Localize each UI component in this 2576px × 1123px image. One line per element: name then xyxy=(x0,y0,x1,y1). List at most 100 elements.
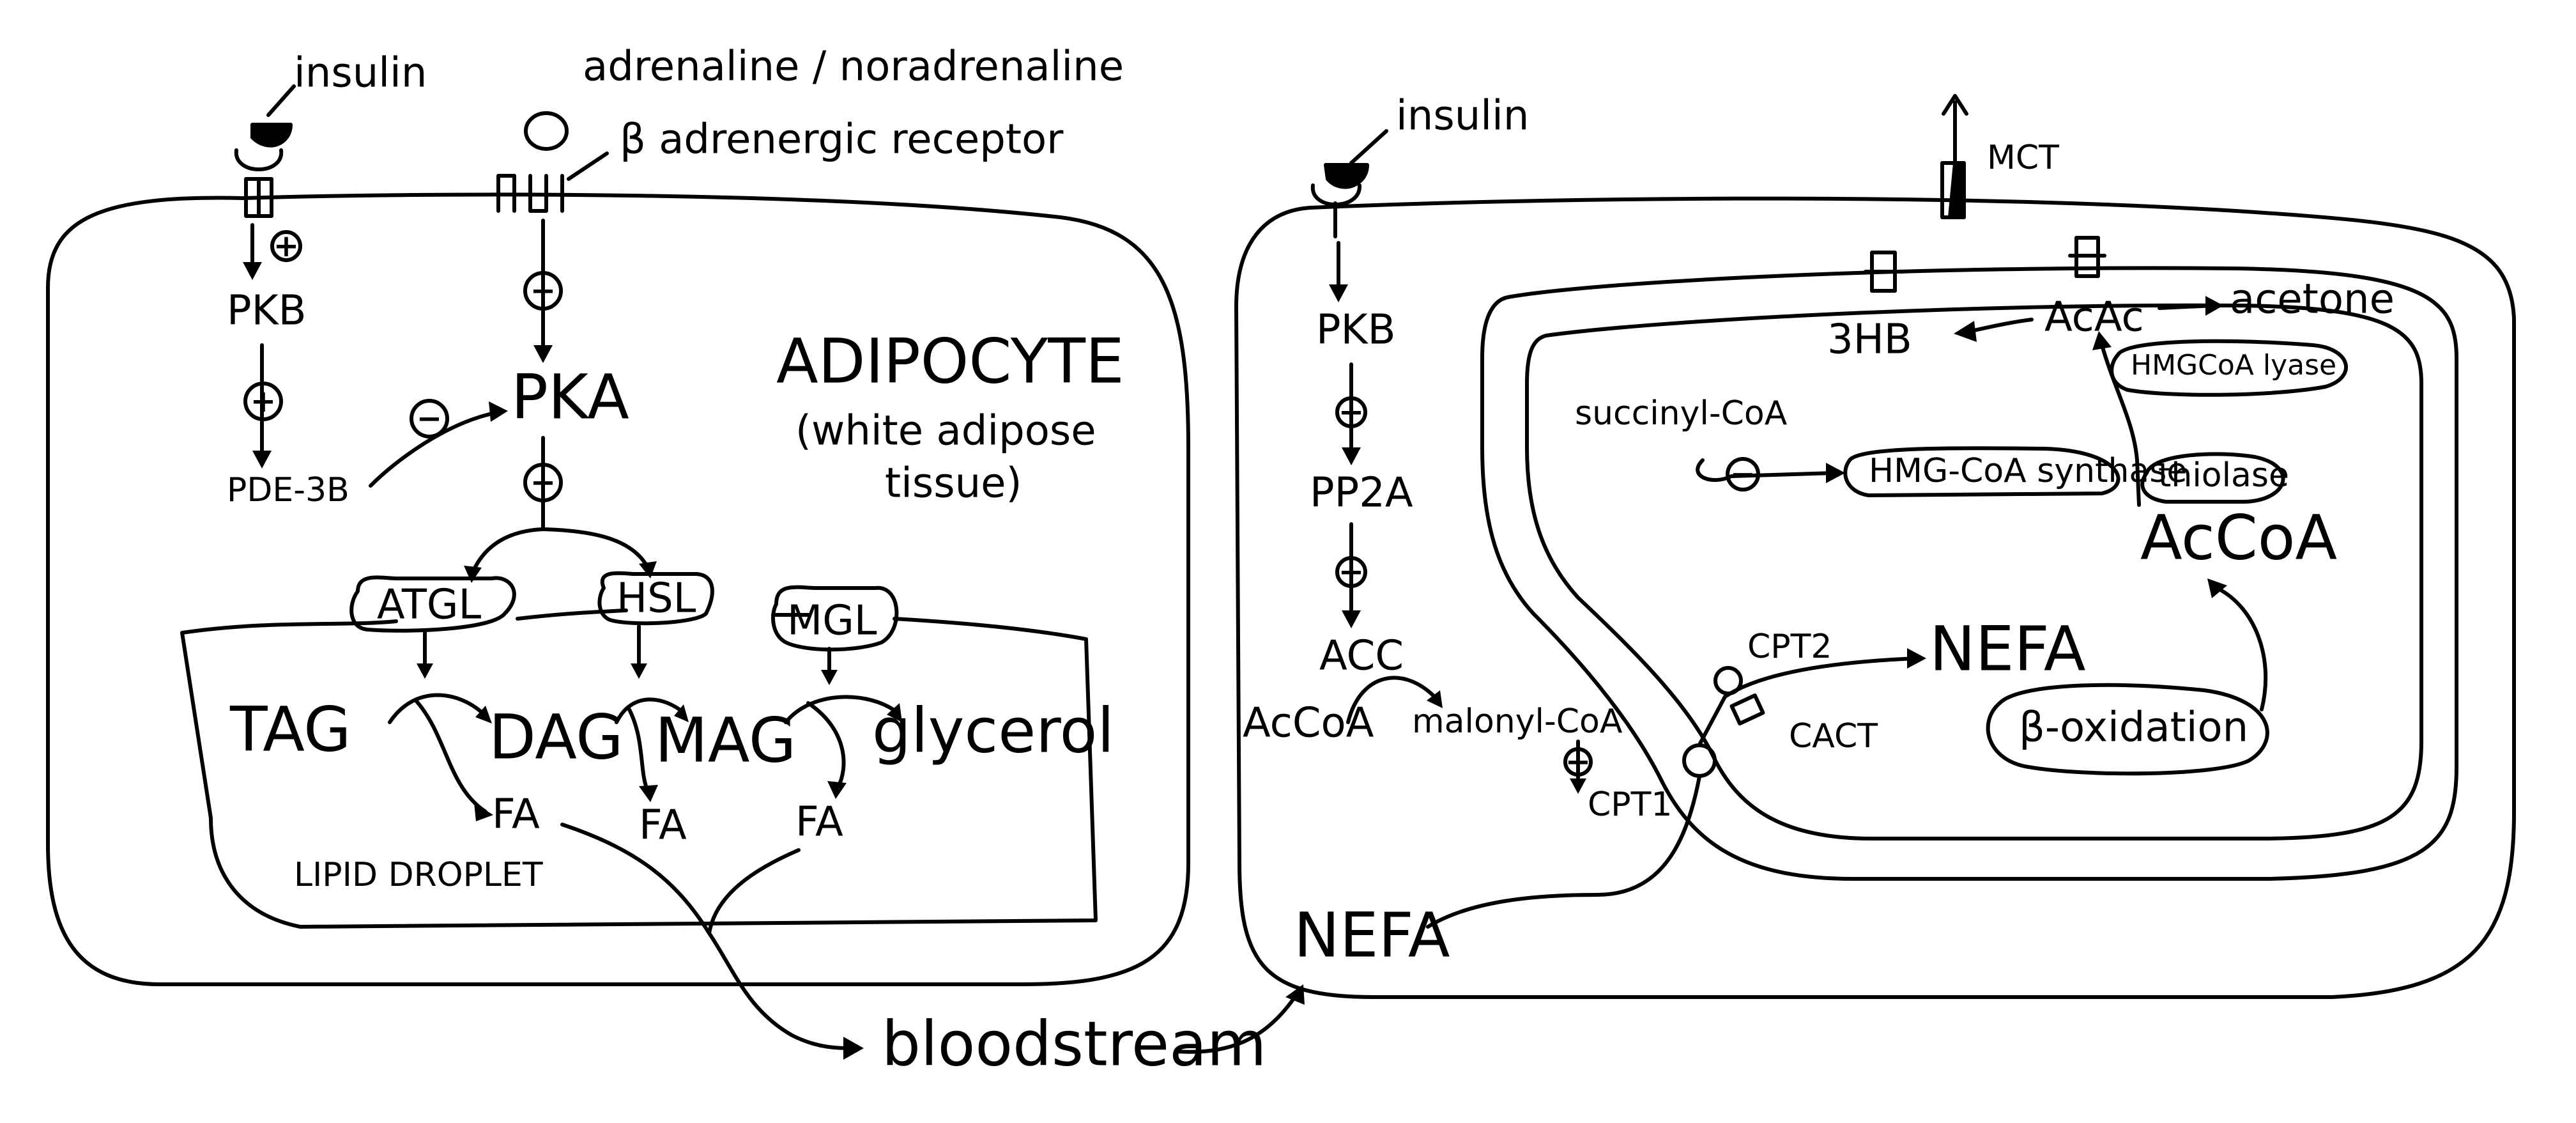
fa-label-3: FA xyxy=(795,799,843,846)
nefa-cytosol-label: NEFA xyxy=(1294,899,1450,971)
mct-transporter-icon xyxy=(1940,161,1966,219)
pkb-label-hepatocyte: PKB xyxy=(1316,307,1395,354)
beta-oxidation-shape xyxy=(1986,683,2269,776)
activation-sign-circle-a3 xyxy=(523,271,563,311)
inhibition-sign-a1: − xyxy=(417,401,442,437)
lipid-droplet-label: LIPID DROPLET xyxy=(294,856,543,894)
pka-to-hsl-arrow xyxy=(541,527,657,578)
fa-to-bloodstream-arrow xyxy=(560,823,864,1060)
cact-transporter-icon xyxy=(1729,693,1765,726)
cact-label: CACT xyxy=(1789,717,1878,755)
mgl-enzyme-shape xyxy=(771,585,899,652)
acc-label: ACC xyxy=(1319,633,1404,680)
succinyl-coa-label: succinyl-CoA xyxy=(1575,394,1788,433)
glycerol-label: glycerol xyxy=(872,695,1114,766)
insulin-receptor-right xyxy=(1310,163,1369,238)
mgl-down-arrow xyxy=(821,647,838,685)
beta-oxidation-label: β-oxidation xyxy=(2019,704,2248,752)
dag-to-mag-arrow xyxy=(615,697,689,724)
mct-export-arrow xyxy=(1942,94,1968,165)
acetone-label: acetone xyxy=(2230,276,2395,323)
activation-sign-a1: + xyxy=(273,228,299,264)
hmg-synthase-shape xyxy=(1843,446,2120,497)
succinyl-coa-inhibition-arrow xyxy=(1696,458,1845,483)
hsl-enzyme-shape xyxy=(597,571,714,626)
tag-fa-release-arrow xyxy=(413,698,493,821)
inhibition-sign-circle-h2 xyxy=(1726,457,1760,492)
nefa-mito-label: NEFA xyxy=(1929,613,2086,685)
cpt1-transporter-icon xyxy=(1682,743,1717,778)
acetyl-coa-label: AcCoA xyxy=(2140,502,2337,573)
hmg-lyase-shape xyxy=(2110,339,2348,397)
inhibition-sign-circle-a1 xyxy=(410,399,449,438)
insulin-leader-line-right xyxy=(1349,129,1388,165)
mgl-label: MGL xyxy=(787,598,877,645)
activation-sign-a4: + xyxy=(530,465,556,500)
activation-sign-h1: + xyxy=(1338,394,1364,430)
activation-sign-circle-a1 xyxy=(270,230,302,262)
bloodstream-label: bloodstream xyxy=(882,1008,1266,1080)
fa-label-2: FA xyxy=(639,802,687,849)
insulin-leader-line-left xyxy=(266,84,296,117)
beta-oxidation-to-acetyl-coa-arrow xyxy=(2207,578,2268,711)
activation-sign-circle-a2 xyxy=(243,382,283,421)
accoa-to-malonyl-arrow xyxy=(1346,676,1443,724)
insulin-receptor-left xyxy=(234,123,293,218)
acetyl-coa-to-acac-arrow xyxy=(2092,331,2141,507)
cpt1-label: CPT1 xyxy=(1588,786,1673,824)
pp2a-to-acc-arrow xyxy=(1342,522,1361,628)
activation-sign-circle-h1 xyxy=(1335,396,1367,428)
pde3b-label: PDE-3B xyxy=(227,471,349,509)
hsl-label: HSL xyxy=(617,575,696,623)
hsl-down-arrow xyxy=(631,624,647,679)
receptor-to-pka-arrow xyxy=(533,219,553,363)
insulin-label-left: insulin xyxy=(294,50,427,97)
adipocyte-title: ADIPOCYTE xyxy=(776,325,1124,397)
mag-to-glycerol-arrow xyxy=(784,695,902,724)
fa-label-1: FA xyxy=(492,791,540,839)
insulin-to-pkb-arrow-right xyxy=(1329,241,1348,302)
beta-receptor-label: β adrenergic receptor xyxy=(620,116,1064,164)
inhibition-sign-h1: − xyxy=(1565,744,1591,780)
activation-sign-h2: + xyxy=(1338,554,1364,590)
dag-fa-release-arrow xyxy=(627,708,658,802)
three-hb-label: 3HB xyxy=(1827,316,1912,364)
hmg-lyase-label: HMGCoA lyase xyxy=(2131,349,2336,382)
mito-transporter-3hb xyxy=(1864,251,1905,293)
hepatocyte-membrane xyxy=(1234,196,2516,999)
pkb-label-adipocyte: PKB xyxy=(227,288,306,335)
pkb-to-pde3b-arrow xyxy=(252,343,272,469)
adipocyte-subtitle-line1: (white adipose xyxy=(795,408,1096,455)
cpt2-label: CPT2 xyxy=(1747,628,1832,666)
inhibition-sign-h2: − xyxy=(1730,456,1756,492)
thiolase-label: thiolase xyxy=(2158,456,2289,495)
pka-label: PKA xyxy=(511,361,629,433)
inhibition-sign-circle-h1 xyxy=(1563,747,1593,777)
mct-label: MCT xyxy=(1987,139,2059,177)
atgl-enzyme-shape xyxy=(349,575,516,633)
activation-sign-circle-a4 xyxy=(523,463,563,502)
activation-sign-a3: + xyxy=(530,273,556,309)
nefa-into-cpt1-path xyxy=(1426,775,1701,929)
thiolase-shape xyxy=(2140,452,2285,504)
adipocyte-membrane xyxy=(46,192,1190,986)
atgl-label: ATGL xyxy=(377,582,482,629)
dag-label: DAG xyxy=(489,701,624,773)
mito-transporter-acac xyxy=(2068,236,2106,278)
pkb-to-pp2a-arrow xyxy=(1342,362,1361,465)
malonyl-coa-label: malonyl-CoA xyxy=(1412,702,1623,741)
adipocyte-subtitle-line2: tissue) xyxy=(885,460,1022,507)
acac-to-acetone-arrow xyxy=(2158,296,2223,316)
pka-to-atgl-arrow xyxy=(464,527,545,583)
atgl-down-arrow xyxy=(417,631,433,679)
acac-label: AcAc xyxy=(2044,294,2144,341)
pde3b-to-pka-inhibition-arrow xyxy=(369,401,508,488)
receptor-leader-line xyxy=(567,151,609,181)
lipid-droplet-boundary xyxy=(180,608,1098,929)
adrenaline-ligand xyxy=(524,111,569,151)
mitochondrion-outer-membrane xyxy=(1480,266,2458,881)
activation-sign-a2: + xyxy=(250,383,276,419)
cpt-to-nefa-mito-arrow xyxy=(1698,648,1926,747)
tag-to-dag-arrow xyxy=(388,693,492,724)
